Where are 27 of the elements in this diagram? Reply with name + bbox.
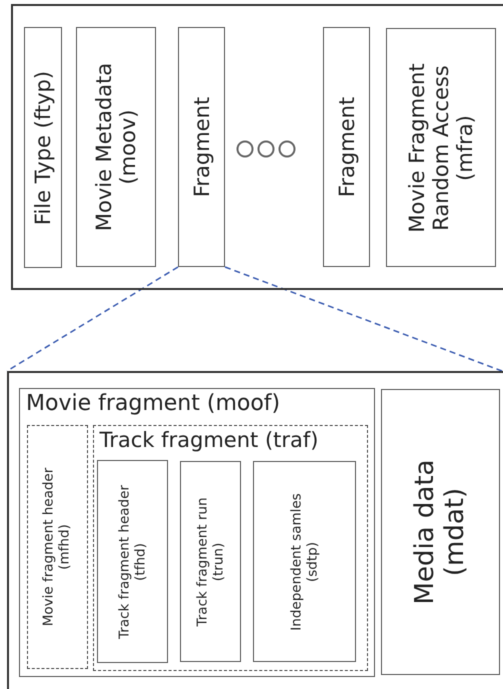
- dashed-box: [92, 424, 368, 670]
- box-label: Track fragment header (tfhd): [116, 484, 148, 641]
- box-label: Independent samles (sdtp): [288, 492, 320, 632]
- box-section: [386, 28, 496, 267]
- box-section: [24, 27, 62, 268]
- box-section: [97, 460, 168, 663]
- box-section: [381, 389, 500, 675]
- zoom-leader-line: [224, 266, 502, 372]
- box-label: Track fragment run (trun): [194, 496, 226, 628]
- box-section: [76, 27, 156, 267]
- container-box: [7, 371, 503, 689]
- box-label: Media data (mdat): [410, 458, 470, 606]
- box-section: [253, 461, 356, 662]
- box-section: [323, 27, 370, 267]
- section-title: Track fragment (traf): [100, 428, 318, 453]
- box-label: File Type (ftyp): [30, 69, 56, 227]
- box-section: [178, 27, 225, 267]
- box-label: Fragment: [334, 96, 359, 200]
- box-label: Movie Metadata (moov): [92, 62, 140, 234]
- box-label: Movie Fragment Random Access (mfra): [404, 62, 478, 234]
- box-label: Movie fragment header (mfhd): [41, 466, 73, 628]
- container-box: [11, 4, 503, 290]
- box-section: [19, 388, 375, 677]
- box-label: Fragment: [189, 96, 214, 200]
- dashed-box: [26, 424, 88, 668]
- section-title: Movie fragment (moof): [26, 391, 280, 418]
- box-section: [180, 461, 241, 662]
